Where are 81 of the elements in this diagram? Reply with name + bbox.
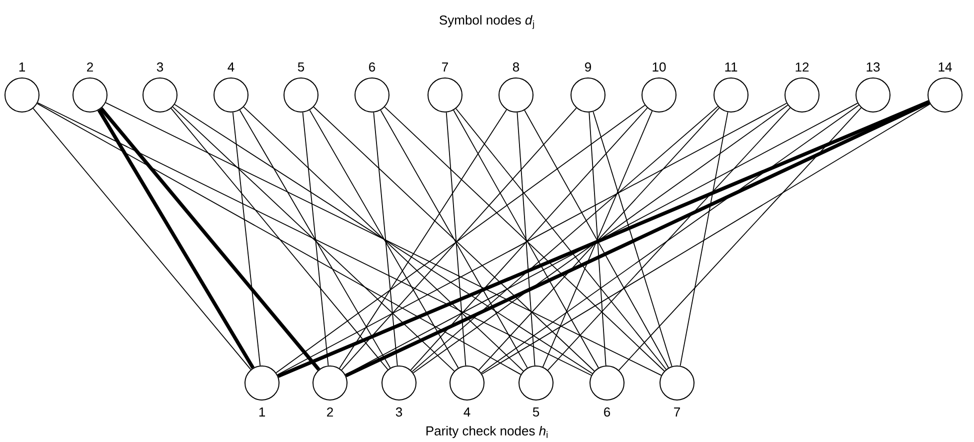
graph-node: 6	[590, 366, 624, 417]
graph-node: 8	[498, 62, 534, 112]
graph-node: 3	[142, 62, 178, 112]
node-label: 8	[512, 62, 520, 72]
node-label: 1	[259, 408, 265, 416]
edge-line	[313, 106, 595, 372]
edge-line	[243, 106, 524, 372]
graph-node: 7	[660, 366, 694, 416]
edge-line	[478, 107, 720, 371]
graph-node: 4	[450, 366, 484, 416]
edge-line	[547, 107, 791, 371]
graph-node: 4	[214, 62, 248, 112]
graph-node: 2	[312, 366, 348, 417]
edge-line	[380, 110, 528, 368]
node-label: 9	[585, 62, 592, 72]
node-label: 2	[327, 407, 333, 417]
node-label: 5	[532, 407, 540, 417]
edge-line	[341, 108, 577, 370]
edge-line	[97, 109, 255, 369]
edge-line	[592, 111, 672, 367]
graph-node: 13	[856, 62, 890, 112]
graph-node: 7	[428, 62, 462, 112]
edge-line	[516, 112, 536, 366]
node-label: 2	[87, 62, 93, 72]
node-label: 4	[464, 408, 470, 416]
edge-line	[232, 112, 261, 366]
edge-line	[618, 107, 862, 371]
edge-line	[456, 108, 666, 370]
graph-node: 1	[4, 62, 40, 112]
edge-line	[542, 110, 653, 368]
edge-line	[276, 104, 646, 374]
node-label: 13	[866, 62, 880, 72]
node-label: 6	[604, 407, 610, 417]
edge-line	[239, 110, 391, 368]
graph-node: 6	[354, 62, 390, 112]
edge-line	[680, 112, 728, 366]
edge-line	[302, 112, 329, 366]
node-label: 7	[674, 408, 680, 416]
edge-line	[277, 102, 788, 376]
graph-node: 5	[518, 366, 554, 417]
graph-node: 2	[72, 62, 108, 112]
edge-line	[174, 104, 593, 374]
node-label: 3	[156, 62, 164, 72]
edge-line	[172, 106, 455, 372]
graph-node: 12	[784, 62, 820, 112]
edge-line	[339, 109, 507, 369]
node-label: 1	[19, 62, 25, 72]
graph-node: 5	[284, 62, 318, 112]
edge-line	[309, 110, 459, 368]
edge-line	[384, 106, 665, 372]
edge-line	[453, 110, 599, 368]
node-label: 7	[442, 62, 448, 72]
edge-line	[373, 112, 398, 366]
graph-node: 11	[714, 62, 748, 112]
graph-node: 3	[382, 366, 416, 417]
axis-label: Symbol nodes d$_{j}$	[440, 15, 534, 29]
edge-line	[412, 104, 788, 374]
edge-line	[170, 108, 388, 370]
graph-node: 14	[928, 62, 962, 112]
edge-line	[480, 104, 860, 374]
edge-line	[412, 106, 718, 372]
edge-line	[32, 108, 252, 370]
node-label: 5	[298, 62, 304, 72]
edge-line	[482, 104, 930, 374]
edge-line	[588, 112, 606, 366]
graph-node: 1	[244, 366, 280, 416]
edge-line	[524, 110, 669, 368]
axis-label: Parity check nodes h$_{i}$	[426, 426, 548, 438]
node-label: 10	[652, 62, 666, 72]
node-label: 11	[725, 62, 738, 72]
node-label: 12	[796, 62, 809, 72]
node-label: 4	[228, 62, 234, 72]
node-label: 6	[369, 62, 376, 72]
edge-line	[100, 107, 320, 371]
node-label: 3	[396, 407, 402, 417]
node-label: 14	[938, 62, 952, 72]
edge-line	[446, 112, 466, 366]
edge-line	[410, 108, 648, 370]
graph-node: 10	[642, 62, 676, 112]
graph-node: 9	[570, 62, 606, 112]
edge-line	[105, 102, 662, 376]
